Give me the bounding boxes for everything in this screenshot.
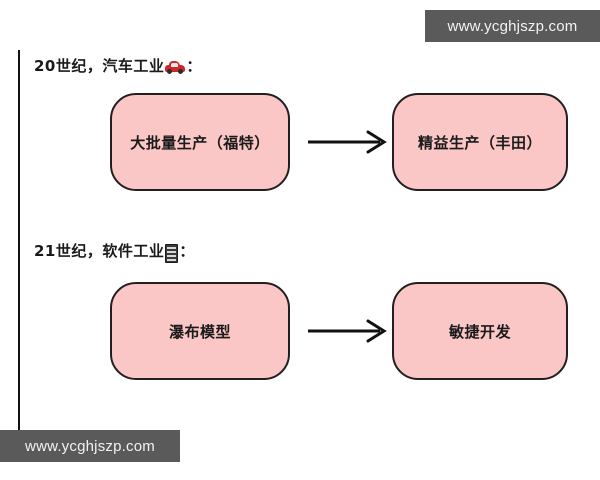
process-box-agile[interactable]: 敏捷开发 xyxy=(392,282,568,380)
left-vertical-rule xyxy=(18,50,20,430)
section-heading-century21-colon: ： xyxy=(179,242,195,260)
section-heading-century21-text: 21世纪，软件工业 xyxy=(34,242,165,260)
server-icon xyxy=(165,244,179,263)
process-box-mass-production[interactable]: 大批量生产（福特） xyxy=(110,93,290,191)
arrow-right-icon-century20 xyxy=(308,130,387,154)
process-box-lean-production[interactable]: 精益生产（丰田） xyxy=(392,93,568,191)
watermark-top-right: www.ycghjszp.com xyxy=(425,10,600,42)
section-heading-century20-colon: ： xyxy=(186,57,202,75)
process-box-waterfall[interactable]: 瀑布模型 xyxy=(110,282,290,380)
arrow-right-icon-century21 xyxy=(308,319,387,343)
section-heading-century20: 20世纪，汽车工业 ： xyxy=(34,55,202,76)
section-heading-century21: 21世纪，软件工业 ： xyxy=(34,240,195,263)
car-icon xyxy=(165,61,186,74)
section-heading-century20-text: 20世纪，汽车工业 xyxy=(34,57,165,75)
watermark-bottom-left: www.ycghjszp.com xyxy=(0,430,180,462)
